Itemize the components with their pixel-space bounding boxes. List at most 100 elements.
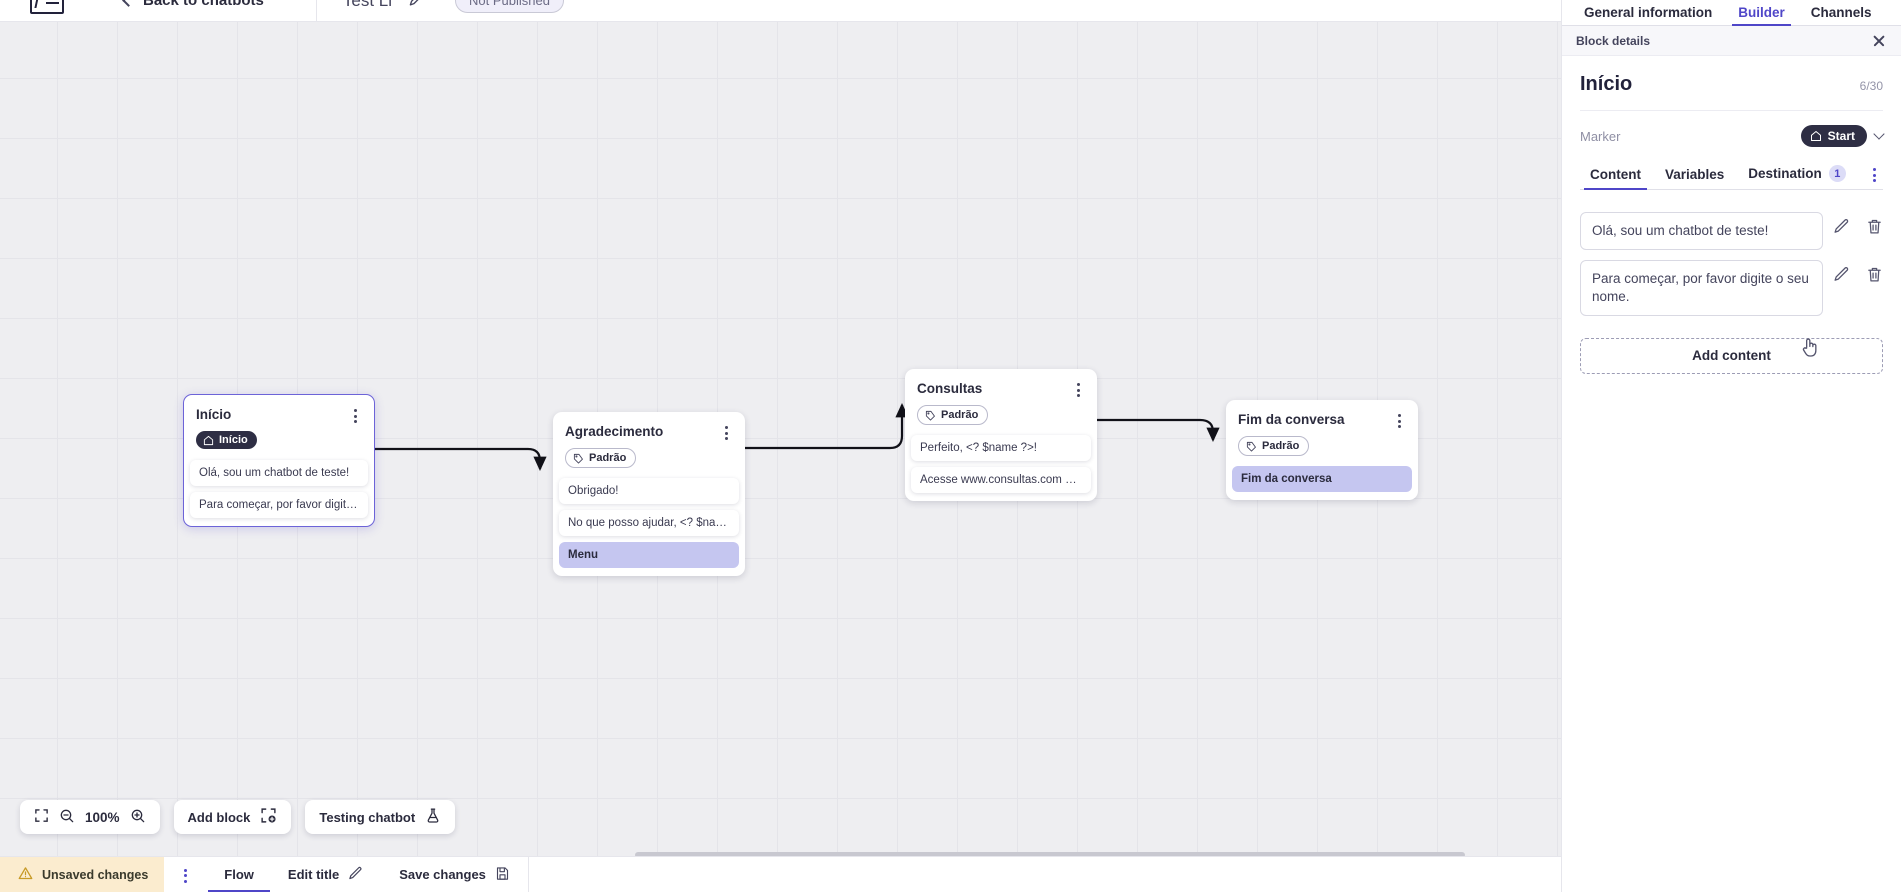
flask-icon xyxy=(425,807,441,827)
content-text[interactable]: Para começar, por favor digite o seu nom… xyxy=(1580,259,1823,316)
node-item[interactable]: No que posso ajudar, <? $name ... xyxy=(559,509,739,536)
marker-label: Marker xyxy=(1580,128,1621,144)
content-row: Para começar, por favor digite o seu nom… xyxy=(1580,259,1883,316)
tab-variables[interactable]: Variables xyxy=(1655,167,1734,189)
back-to-chatbots-label: Back to chatbots xyxy=(143,0,264,9)
testing-chatbot-label: Testing chatbot xyxy=(319,809,416,825)
home-icon xyxy=(1810,131,1821,141)
node-item[interactable]: Para começar, por favor digite o ... xyxy=(190,491,368,518)
node-items: Olá, sou um chatbot de teste! Para começ… xyxy=(184,459,374,518)
block-title-row: Início 6/30 xyxy=(1580,56,1883,111)
add-block-button[interactable]: Add block xyxy=(173,800,292,834)
panel-body: Início 6/30 Marker Start Content xyxy=(1562,56,1901,374)
tab-content[interactable]: Content xyxy=(1580,167,1651,190)
node-items: Obrigado! No que posso ajudar, <? $name … xyxy=(553,477,745,568)
node-header: Fim da conversa xyxy=(1226,410,1418,428)
back-to-chatbots-link[interactable]: Back to chatbots xyxy=(122,0,264,9)
tab-general-information[interactable]: General information xyxy=(1572,5,1724,25)
zoom-in-icon[interactable] xyxy=(130,808,146,827)
tag-icon xyxy=(1246,441,1256,452)
top-bar: Back to chatbots Test Li Not Published xyxy=(0,0,1561,22)
add-block-label: Add block xyxy=(187,809,251,825)
node-item-menu[interactable]: Menu xyxy=(559,541,739,568)
bot-name: Test Li xyxy=(342,0,392,10)
pencil-icon[interactable] xyxy=(1833,218,1850,240)
tag-icon xyxy=(573,453,583,464)
pencil-icon xyxy=(348,866,363,884)
scrollbar-thumb[interactable] xyxy=(635,852,1465,858)
node-header: Início xyxy=(184,405,374,423)
add-content-button[interactable]: Add content xyxy=(1580,337,1883,374)
flow-node-inicio[interactable]: Início Início Olá, sou um chatbot de tes… xyxy=(183,394,375,527)
node-tag-default: Padrão xyxy=(917,405,989,426)
pencil-icon[interactable] xyxy=(1833,266,1850,288)
statusbar-kebab-icon[interactable] xyxy=(178,867,192,883)
content-list: Olá, sou um chatbot de teste! Para começ… xyxy=(1580,212,1883,316)
trash-icon[interactable] xyxy=(1866,218,1883,240)
node-tag-default: Padrão xyxy=(1238,436,1310,457)
node-item[interactable]: Acesse www.consultas.com par... xyxy=(911,466,1091,493)
zoom-out-icon[interactable] xyxy=(59,808,75,827)
home-icon xyxy=(203,435,214,445)
marker-value-pill[interactable]: Start xyxy=(1800,125,1867,147)
fit-screen-icon[interactable] xyxy=(34,808,49,826)
tab-flow[interactable]: Flow xyxy=(208,857,270,892)
node-tag-label: Padrão xyxy=(941,409,979,422)
content-row: Olá, sou um chatbot de teste! xyxy=(1580,212,1883,250)
node-title: Agradecimento xyxy=(565,424,664,439)
header-divider xyxy=(315,0,317,22)
trash-icon[interactable] xyxy=(1866,266,1883,288)
marker-control[interactable]: Start xyxy=(1800,125,1885,147)
edit-title-label: Edit title xyxy=(287,867,340,882)
chevron-left-icon xyxy=(122,0,135,7)
edit-title-button[interactable]: Edit title xyxy=(270,857,381,892)
testing-chatbot-button[interactable]: Testing chatbot xyxy=(305,800,456,834)
flow-node-agradecimento[interactable]: Agradecimento Padrão Obrigado! No que po… xyxy=(553,412,745,576)
node-item[interactable]: Olá, sou um chatbot de teste! xyxy=(190,459,368,486)
tab-builder[interactable]: Builder xyxy=(1726,5,1797,26)
tab-destination[interactable]: Destination 1 xyxy=(1738,165,1856,189)
node-tag-label: Padrão xyxy=(589,452,627,465)
tab-channels[interactable]: Channels xyxy=(1799,5,1884,25)
panel-overflow-kebab-icon[interactable] xyxy=(1867,166,1881,182)
node-items: Fim da conversa xyxy=(1226,465,1418,492)
unsaved-changes-indicator: Unsaved changes xyxy=(0,856,165,892)
tag-icon xyxy=(925,410,935,421)
marker-row: Marker Start xyxy=(1580,111,1885,151)
node-title: Consultas xyxy=(917,381,983,396)
canvas-horizontal-scrollbar[interactable] xyxy=(0,850,1561,860)
tab-general-information-label: General information xyxy=(1584,5,1713,20)
content-row-actions xyxy=(1833,212,1883,240)
save-changes-button[interactable]: Save changes xyxy=(381,857,528,892)
zoom-control[interactable]: 100% xyxy=(20,800,160,834)
node-item[interactable]: Perfeito, <? $name ?>! xyxy=(911,434,1091,461)
node-title: Fim da conversa xyxy=(1238,412,1345,427)
destination-count-badge: 1 xyxy=(1828,165,1846,182)
panel-top-tabs: General information Builder Channels xyxy=(1562,0,1901,26)
node-header: Consultas xyxy=(905,379,1097,397)
flow-canvas[interactable]: Início Início Olá, sou um chatbot de tes… xyxy=(0,22,1561,870)
node-menu-kebab-icon[interactable] xyxy=(1071,381,1085,397)
flow-node-consultas[interactable]: Consultas Padrão Perfeito, <? $name ?>! … xyxy=(905,369,1097,501)
node-item[interactable]: Fim da conversa xyxy=(1232,465,1412,492)
close-icon[interactable] xyxy=(1871,33,1887,49)
add-block-icon xyxy=(260,807,277,827)
marker-value-label: Start xyxy=(1827,129,1855,143)
content-text[interactable]: Olá, sou um chatbot de teste! xyxy=(1580,212,1823,250)
edit-bot-name-pencil-icon[interactable] xyxy=(408,0,427,13)
save-changes-label: Save changes xyxy=(399,867,486,882)
canvas-toolbar: 100% Add block Testing chatbot xyxy=(20,800,456,834)
node-menu-kebab-icon[interactable] xyxy=(1392,412,1406,428)
node-item[interactable]: Obrigado! xyxy=(559,477,739,504)
bottom-status-bar: Unsaved changes Flow Edit title Save cha… xyxy=(0,856,1561,892)
tab-builder-label: Builder xyxy=(1738,5,1785,20)
flow-node-fim-da-conversa[interactable]: Fim da conversa Padrão Fim da conversa xyxy=(1226,400,1418,500)
block-count-badge: 6/30 xyxy=(1859,79,1883,93)
node-menu-kebab-icon[interactable] xyxy=(719,424,733,440)
tab-destination-label: Destination xyxy=(1748,166,1822,181)
page-title: Início xyxy=(1580,73,1633,95)
node-menu-kebab-icon[interactable] xyxy=(348,407,362,423)
publish-status-badge: Not Published xyxy=(455,0,564,13)
chevron-down-icon[interactable] xyxy=(1873,128,1885,140)
